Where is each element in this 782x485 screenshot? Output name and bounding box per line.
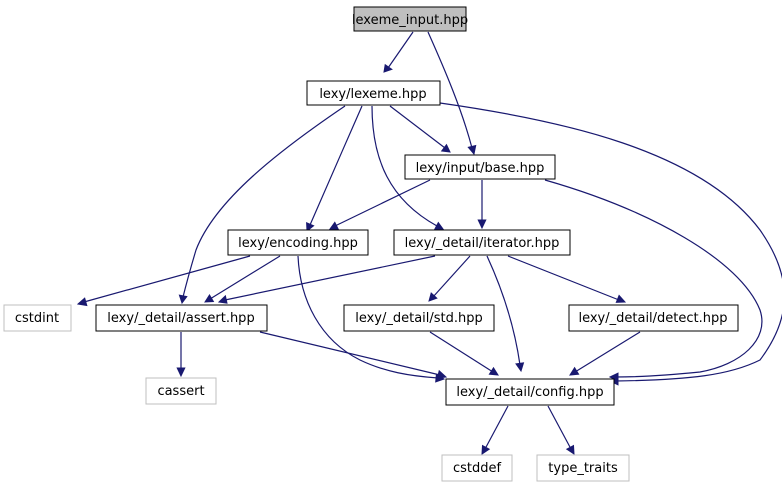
node-assert-label: lexy/_detail/assert.hpp bbox=[107, 311, 254, 326]
node-cstdint-label: cstdint bbox=[15, 311, 59, 326]
node-std[interactable]: lexy/_detail/std.hpp bbox=[343, 304, 495, 332]
node-cstdint[interactable]: cstdint bbox=[3, 304, 72, 332]
node-std-label: lexy/_detail/std.hpp bbox=[355, 311, 483, 326]
edges bbox=[76, 31, 782, 455]
node-iterator-label: lexy/_detail/iterator.hpp bbox=[405, 236, 560, 251]
node-config-label: lexy/_detail/config.hpp bbox=[456, 385, 603, 400]
node-cstddef-label: cstddef bbox=[453, 461, 502, 476]
node-type-traits[interactable]: type_traits bbox=[536, 454, 630, 482]
edge-encoding-to-assert bbox=[204, 255, 281, 303]
edge-lexeme-to-input-base bbox=[389, 105, 451, 153]
node-detect[interactable]: lexy/_detail/detect.hpp bbox=[568, 304, 739, 332]
edge-input-base-to-iterator bbox=[477, 180, 487, 230]
node-type-traits-label: type_traits bbox=[548, 461, 618, 476]
node-cstddef[interactable]: cstddef bbox=[441, 454, 513, 482]
node-cassert-label: cassert bbox=[157, 384, 204, 399]
node-lexeme-input[interactable]: lexeme_input.hpp bbox=[352, 6, 468, 32]
edge-input-base-to-encoding bbox=[329, 179, 431, 230]
edge-iterator-to-config bbox=[486, 255, 525, 373]
edge-lexeme-input-to-lexeme bbox=[383, 31, 414, 73]
edge-detect-to-config bbox=[569, 331, 641, 376]
node-config[interactable]: lexy/_detail/config.hpp bbox=[445, 378, 615, 406]
edge-assert-to-config bbox=[259, 331, 448, 379]
edge-iterator-to-assert bbox=[217, 255, 436, 304]
node-detect-label: lexy/_detail/detect.hpp bbox=[578, 311, 727, 326]
edge-std-to-config bbox=[429, 331, 499, 376]
nodes: lexeme_input.hpp lexy/lexeme.hpp lexy/in… bbox=[3, 6, 739, 482]
node-lexeme-input-label: lexeme_input.hpp bbox=[352, 13, 468, 28]
edge-input-base-to-config bbox=[544, 179, 763, 382]
node-lexeme[interactable]: lexy/lexeme.hpp bbox=[306, 80, 441, 106]
node-assert[interactable]: lexy/_detail/assert.hpp bbox=[95, 304, 268, 332]
edge-lexeme-input-to-input-base bbox=[427, 31, 477, 156]
node-encoding[interactable]: lexy/encoding.hpp bbox=[227, 229, 369, 256]
node-cassert[interactable]: cassert bbox=[145, 377, 217, 405]
node-lexeme-label: lexy/lexeme.hpp bbox=[319, 87, 426, 102]
edge-assert-to-cassert bbox=[176, 332, 186, 378]
node-iterator[interactable]: lexy/_detail/iterator.hpp bbox=[393, 229, 571, 256]
node-input-base[interactable]: lexy/input/base.hpp bbox=[404, 154, 556, 180]
edge-encoding-to-cstdint bbox=[76, 255, 251, 307]
node-input-base-label: lexy/input/base.hpp bbox=[416, 161, 545, 176]
edge-config-to-type-traits bbox=[547, 405, 575, 455]
edge-config-to-cstddef bbox=[481, 405, 509, 455]
node-encoding-label: lexy/encoding.hpp bbox=[238, 236, 358, 251]
edge-lexeme-to-iterator bbox=[371, 105, 444, 230]
edge-lexeme-to-assert bbox=[178, 105, 346, 305]
edge-iterator-to-detect bbox=[507, 255, 627, 303]
edge-lexeme-to-encoding bbox=[306, 105, 363, 232]
edge-iterator-to-std bbox=[428, 255, 471, 302]
